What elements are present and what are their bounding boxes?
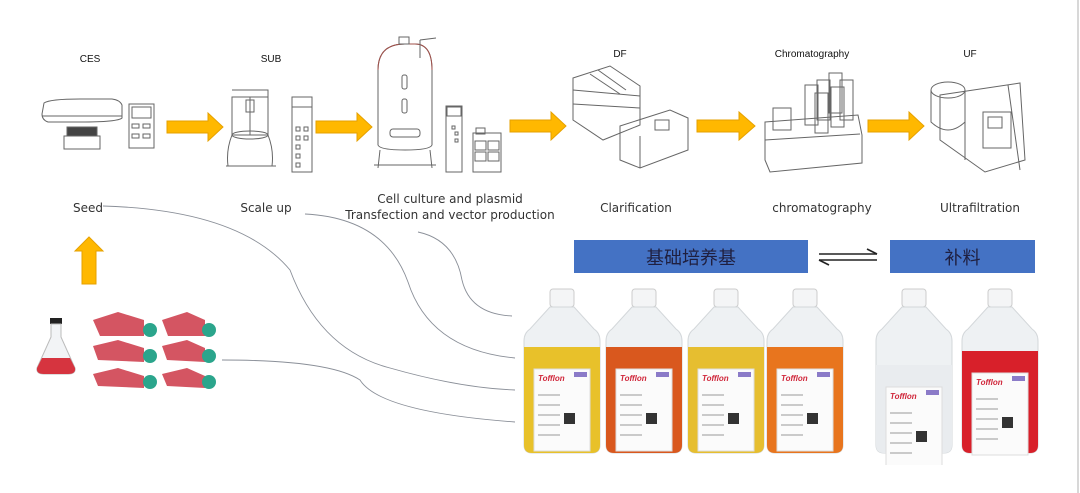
df-skid-icon <box>572 65 689 169</box>
bottle-label <box>971 372 1029 456</box>
equipment-label-df: DF <box>613 49 627 60</box>
arrow-right-icon <box>315 111 373 143</box>
bottle-label <box>533 368 591 452</box>
brand-logo: Tofflon <box>890 392 917 401</box>
bottle-red-feed: Tofflon <box>961 288 1039 456</box>
brand-logo: Tofflon <box>976 378 1003 387</box>
step-label-cell-culture-line2: Transfection and vector production <box>345 208 555 222</box>
chromatography-skid-icon <box>764 72 863 173</box>
equipment-label-ces: CES <box>79 54 101 65</box>
ces-rocker-icon <box>41 98 155 150</box>
bottle-cap <box>549 288 575 308</box>
equipment-label-sub: SUB <box>260 54 282 65</box>
qr-code-icon <box>1002 417 1013 428</box>
equilibrium-arrows-icon <box>818 248 878 266</box>
bottle-cap <box>713 288 739 308</box>
basal-medium-banner: 基础培养基 <box>574 240 808 273</box>
step-label-cell-culture-line1: Cell culture and plasmid <box>377 192 523 206</box>
qr-code-icon <box>728 413 739 424</box>
bottle-cap <box>631 288 657 308</box>
brand-logo: Tofflon <box>781 374 808 383</box>
step-label-scale-up: Scale up <box>240 201 292 215</box>
bottle-yellow-medium: Tofflon <box>523 288 601 454</box>
t-flask <box>162 340 216 363</box>
bottle-cap <box>901 288 927 308</box>
uf-skid-icon <box>930 81 1026 173</box>
sub-bioreactor-icon <box>226 89 313 173</box>
brand-logo: Tofflon <box>620 374 647 383</box>
bottle-orange-red-medium: Tofflon <box>605 288 683 454</box>
t-flask <box>162 368 216 389</box>
equipment-label-chromatography: Chromatography <box>774 49 850 60</box>
large-bioreactor-icon <box>374 36 502 173</box>
qr-code-icon <box>646 413 657 424</box>
t-flask <box>93 312 157 337</box>
bottle-label <box>885 386 943 465</box>
qr-code-icon <box>564 413 575 424</box>
feed-banner: 补料 <box>890 240 1035 273</box>
bottle-cap <box>987 288 1013 308</box>
bottle-orange-medium: Tofflon <box>766 288 844 454</box>
connector-line <box>102 205 516 391</box>
bottle-yellow-medium-2: Tofflon <box>687 288 765 454</box>
arrow-right-icon <box>696 110 756 142</box>
bottle-cap <box>792 288 818 308</box>
bottle-label <box>776 368 834 452</box>
arrow-up-icon <box>73 236 105 285</box>
arrow-right-icon <box>166 111 224 143</box>
step-label-seed: Seed <box>73 201 103 215</box>
lower-diagram <box>36 205 516 423</box>
bottle-label <box>615 368 673 452</box>
t-flask <box>93 368 157 389</box>
connector-line <box>417 231 513 317</box>
step-label-ultrafiltration: Ultrafiltration <box>940 201 1020 215</box>
qr-code-icon <box>807 413 818 424</box>
arrow-right-icon <box>867 110 925 142</box>
step-label-clarification: Clarification <box>600 201 672 215</box>
equipment-label-uf: UF <box>963 49 977 60</box>
connector-line <box>304 213 516 359</box>
right-edge-divider <box>1077 0 1079 493</box>
connector-line <box>221 359 516 423</box>
t-flasks-icon <box>93 312 216 389</box>
t-flask <box>162 312 216 337</box>
equipment-row <box>41 36 1026 173</box>
qr-code-icon <box>916 431 927 442</box>
t-flask <box>93 340 157 363</box>
bottle-clear-feed: Tofflon <box>875 288 953 465</box>
bottle-label <box>697 368 755 452</box>
erlenmeyer-flask-icon <box>36 318 76 375</box>
brand-logo: Tofflon <box>538 374 565 383</box>
arrow-right-icon <box>509 110 567 142</box>
brand-logo: Tofflon <box>702 374 729 383</box>
step-label-chromatography: chromatography <box>772 201 872 215</box>
